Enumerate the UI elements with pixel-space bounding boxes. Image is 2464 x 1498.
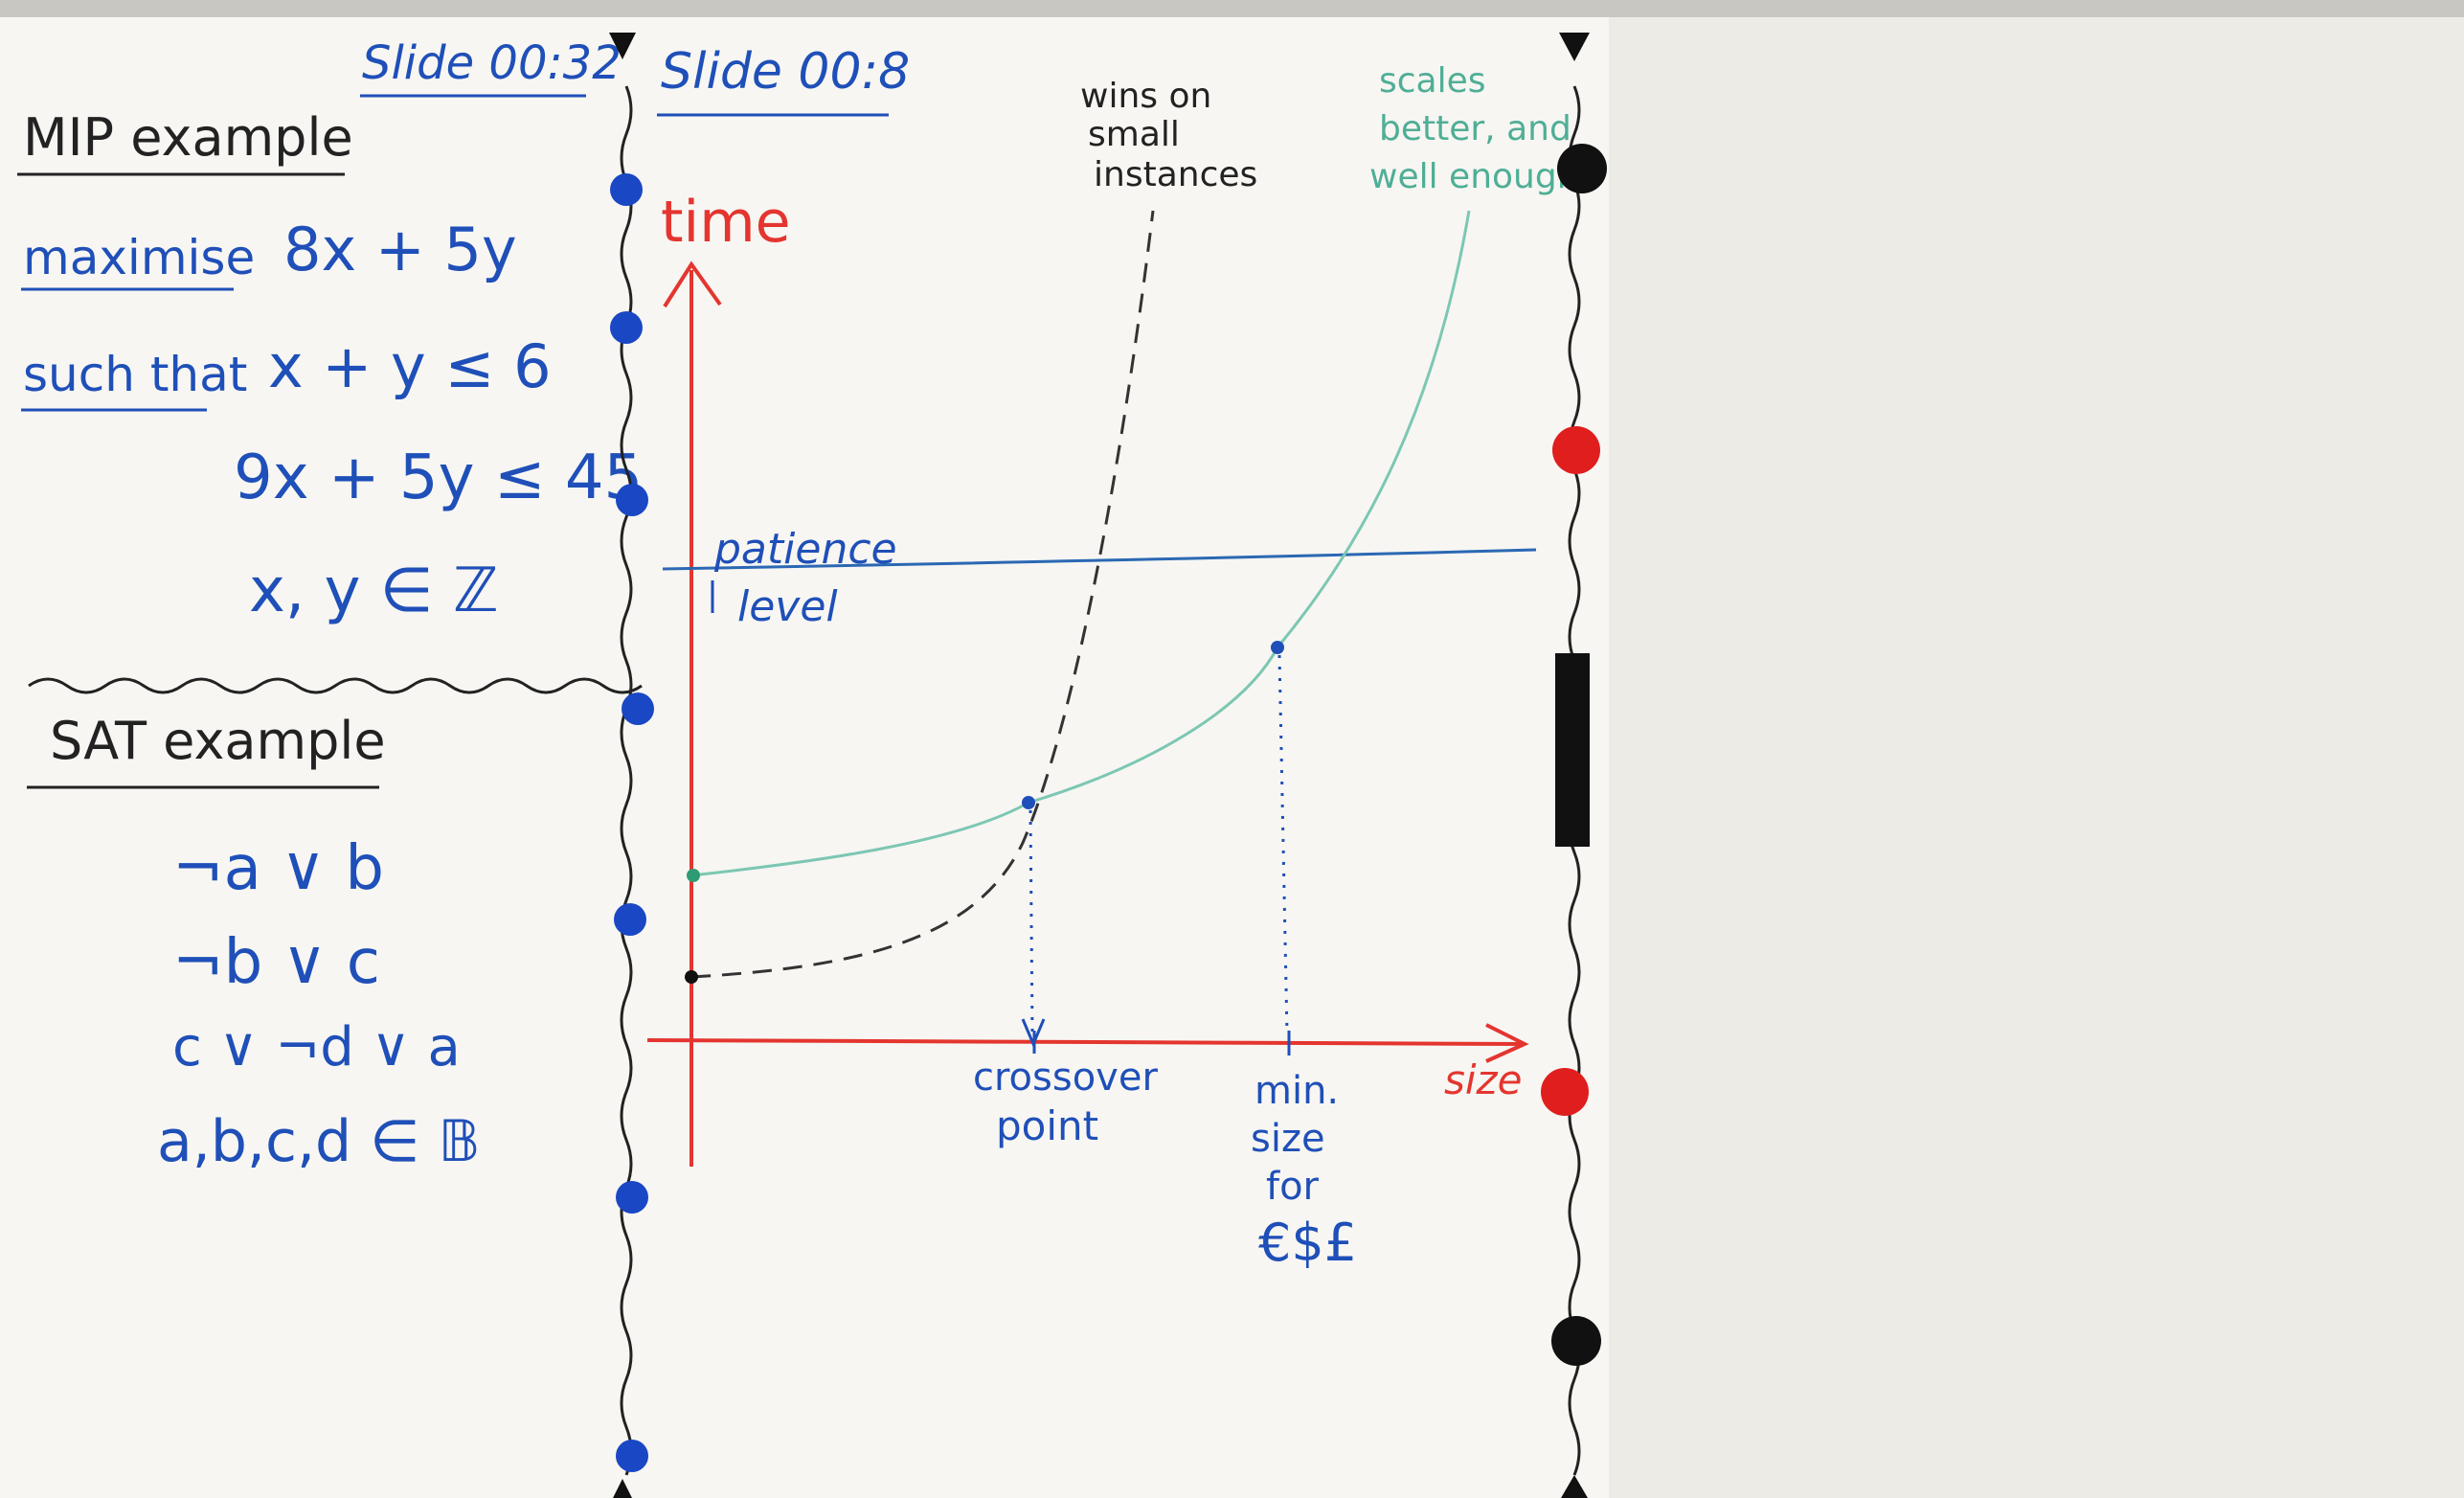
curve-black-start-point — [685, 970, 698, 984]
magnet-black[interactable] — [1551, 1316, 1601, 1366]
scales-label-line-3: well enough — [1369, 157, 1579, 196]
constraint-2: 9x + 5y ≤ 45 — [234, 443, 643, 513]
left-slide-label: Slide 00:32 — [362, 36, 622, 90]
y-axis-label: time — [661, 189, 791, 256]
left-divider — [609, 33, 654, 1498]
domain-sat: a,b,c,d ∈ 𝔹 — [157, 1108, 480, 1175]
curve-black-dashed — [690, 210, 1155, 979]
magnet-blue[interactable] — [616, 1440, 648, 1472]
clause-3: c ∨ ¬d ∨ a — [172, 1016, 461, 1078]
curve-green-start-point — [687, 869, 700, 882]
maximise-label: maximise — [23, 230, 255, 285]
scales-label-line-1: scales — [1379, 61, 1486, 101]
min-size-label-line-4: €$£ — [1258, 1213, 1357, 1273]
min-size-label-line-3: for — [1266, 1165, 1320, 1209]
curve-green — [690, 210, 1471, 877]
wins-label-line-2: small — [1088, 115, 1180, 154]
magnet-blue[interactable] — [616, 1181, 648, 1214]
scales-label-line-2: better, and — [1379, 109, 1571, 148]
divider-arrow-top-icon — [609, 33, 636, 59]
crossover-point — [1022, 796, 1035, 809]
min-size-label-line-1: min. — [1255, 1069, 1339, 1113]
magnet-blue[interactable] — [610, 311, 643, 344]
min-size-label-line-2: size — [1251, 1117, 1325, 1161]
patience-label-line-1: patience — [713, 525, 897, 574]
magnet-strip-black[interactable] — [1555, 653, 1590, 847]
x-axis — [646, 1038, 1524, 1046]
chart-panel: Slide 00:8 time size patience level cros… — [646, 43, 1579, 1273]
x-axis-arrow-icon — [1485, 1023, 1529, 1063]
patience-level-line — [662, 548, 1537, 571]
patience-label-line-2: level — [737, 582, 838, 631]
wins-label-line-1: wins on — [1080, 77, 1211, 116]
min-size-point — [1271, 641, 1284, 654]
magnet-black[interactable] — [1557, 144, 1607, 193]
domain-mip: x, y ∈ ℤ — [249, 556, 499, 626]
magnet-blue[interactable] — [610, 173, 643, 206]
crossover-label-line-2: point — [996, 1102, 1098, 1149]
magnet-blue[interactable] — [616, 484, 648, 516]
magnet-red[interactable] — [1541, 1068, 1589, 1116]
x-axis-label: size — [1444, 1056, 1522, 1103]
crossover-label-line-1: crossover — [973, 1055, 1158, 1100]
objective: 8x + 5y — [283, 215, 517, 284]
divider-arrow-bottom-icon — [613, 1479, 632, 1498]
chart-slide-label: Slide 00:8 — [661, 43, 910, 101]
right-divider-arrow-bottom-icon — [1561, 1475, 1588, 1498]
mip-title: MIP example — [23, 107, 353, 168]
section-divider — [28, 677, 643, 694]
y-axis-arrow-icon — [663, 261, 722, 308]
wins-label-line-3: instances — [1094, 155, 1257, 194]
such-that-label: such that — [23, 347, 247, 402]
sat-title: SAT example — [50, 711, 386, 771]
left-panel: Slide 00:32 MIP example maximise 8x + 5y… — [17, 36, 643, 1175]
clause-1: ¬a ∨ b — [172, 833, 384, 904]
magnet-blue[interactable] — [622, 692, 654, 725]
right-divider-arrow-top-icon — [1559, 33, 1590, 61]
constraint-1: x + y ≤ 6 — [268, 331, 552, 401]
magnet-red[interactable] — [1552, 426, 1600, 474]
clause-2: ¬b ∨ c — [172, 927, 380, 998]
right-divider — [1541, 33, 1607, 1498]
magnet-blue[interactable] — [614, 903, 646, 936]
